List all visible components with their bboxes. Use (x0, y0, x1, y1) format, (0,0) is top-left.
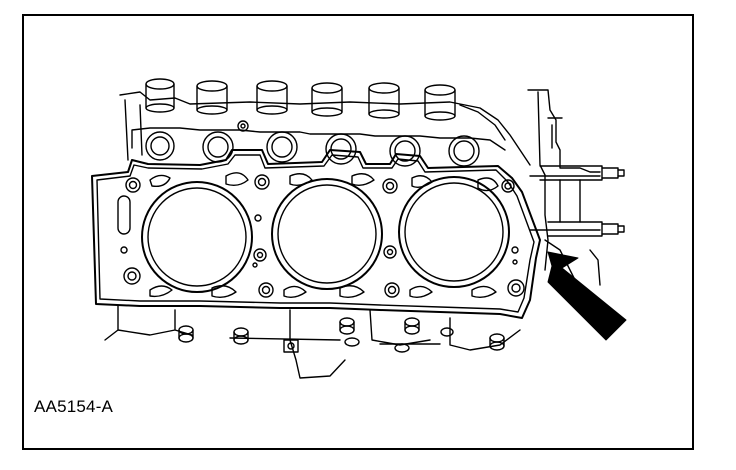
gasket-bolt-holes (123, 174, 525, 298)
figure-frame (22, 14, 694, 450)
figure-id-label: AA5154-A (34, 397, 114, 416)
tube-3 (256, 80, 288, 115)
stud-lower (547, 221, 625, 237)
tube-2 (196, 80, 228, 115)
tube-1 (145, 78, 175, 113)
lower-bolts (178, 317, 505, 353)
head-gasket (91, 149, 541, 319)
gasket-passages (149, 172, 519, 299)
stud-upper (539, 165, 625, 181)
cylinder-bore-3 (398, 176, 510, 288)
arrow-icon (547, 251, 627, 341)
port-rings (131, 127, 506, 167)
tube-5 (368, 82, 400, 119)
cylinder-bore-1 (141, 181, 253, 293)
cylinder-head-outline (119, 91, 531, 166)
gasket-outline (91, 149, 541, 319)
spark-plug-tubes (145, 78, 456, 132)
cylinder-bore-2 (271, 178, 383, 290)
tube-4 (311, 82, 343, 117)
tube-6 (424, 84, 456, 121)
lower-block (104, 305, 521, 379)
engine-block-right (527, 89, 625, 316)
